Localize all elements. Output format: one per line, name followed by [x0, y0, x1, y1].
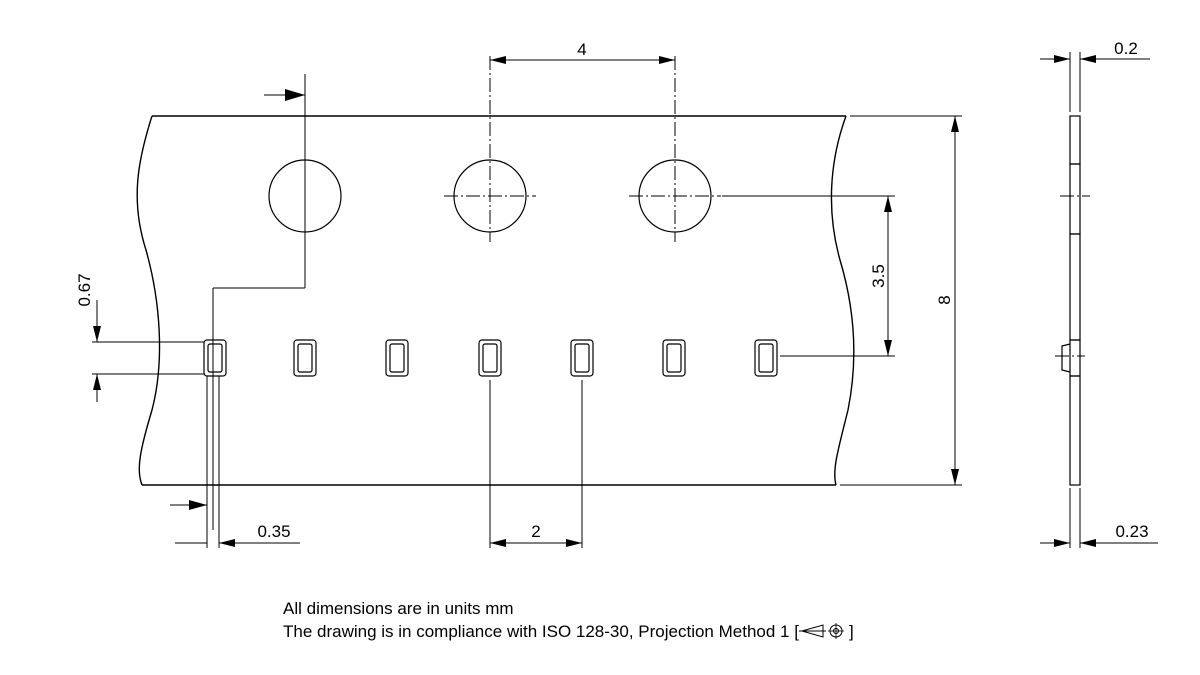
pocket	[385, 339, 409, 377]
dimension-pocket-length: 0.67	[75, 273, 204, 402]
sprocket-holes	[268, 56, 721, 242]
pocket	[478, 339, 502, 377]
pockets	[203, 339, 778, 377]
dimension-label: 3.5	[869, 264, 888, 288]
dimension-tape-width: 8	[840, 115, 962, 486]
dimension-label: 2	[531, 522, 540, 541]
dimension-label: 0.2	[1114, 39, 1138, 58]
compliance-text: The drawing is in compliance with ISO 12…	[283, 622, 799, 641]
dimension-pocket-depth: 0.23	[1040, 488, 1158, 548]
dimension-label: 0.23	[1115, 522, 1148, 541]
dimension-hole-offset	[212, 74, 306, 530]
compliance-end: ]	[848, 622, 854, 641]
drawing-notes: All dimensions are in units mm The drawi…	[283, 597, 854, 643]
tape-outline	[136, 115, 855, 486]
first-angle-projection-icon	[798, 623, 844, 639]
pocket	[662, 339, 686, 377]
dimension-hole-to-pocket: 3.5	[722, 195, 895, 357]
pocket	[293, 339, 317, 377]
units-note: All dimensions are in units mm	[283, 599, 514, 618]
dimension-hole-pitch: 4	[490, 40, 675, 64]
dimension-label: 8	[935, 295, 954, 304]
dimension-pocket-width: 0.35	[170, 376, 300, 548]
pocket	[754, 339, 778, 377]
dimension-label: 4	[577, 40, 586, 59]
dimension-pocket-pitch: 2	[489, 380, 583, 548]
pocket	[203, 339, 227, 377]
dimension-label: 0.67	[75, 273, 94, 306]
side-view	[1055, 115, 1090, 486]
pocket	[570, 339, 594, 377]
dimension-label: 0.35	[257, 522, 290, 541]
dimension-tape-thickness: 0.2	[1040, 39, 1150, 112]
compliance-note: The drawing is in compliance with ISO 12…	[283, 620, 854, 643]
